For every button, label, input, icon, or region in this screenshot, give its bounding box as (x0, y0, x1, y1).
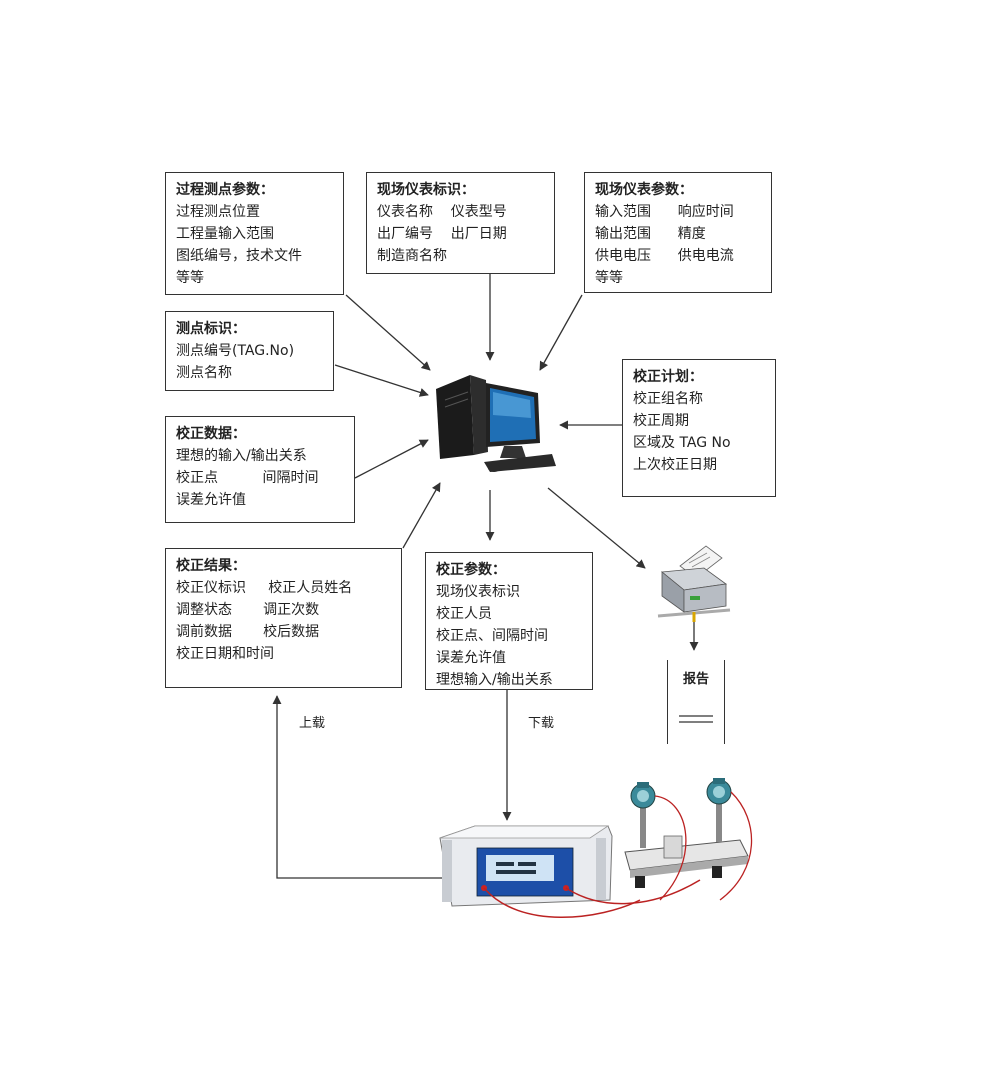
box-line: 测点编号(TAG.No) (176, 340, 323, 362)
box-line: 供电电压 供电电流 (595, 245, 761, 267)
box-line: 调前数据 校后数据 (176, 621, 391, 643)
upload-label: 上载 (299, 712, 325, 731)
box-calibration-result: 校正结果： 校正仪标识 校正人员姓名 调整状态 调正次数 调前数据 校后数据 校… (165, 548, 402, 688)
box-line: 校正人员 (436, 603, 582, 625)
box-line: 调整状态 调正次数 (176, 599, 391, 621)
box-title: 校正结果： (176, 555, 391, 577)
box-title: 校正计划： (633, 366, 765, 388)
computer-icon (436, 375, 556, 472)
box-line: 校正日期和时间 (176, 643, 391, 665)
box-title: 现场仪表标识： (377, 179, 544, 201)
box-line: 理想输入/输出关系 (436, 669, 582, 691)
box-point-id: 测点标识： 测点编号(TAG.No) 测点名称 (165, 311, 334, 391)
box-title: 校正数据： (176, 423, 344, 445)
arrow-calresult-to-pc (403, 483, 440, 548)
box-line: 校正组名称 (633, 388, 765, 410)
arrow-pointid-to-pc (335, 365, 428, 395)
arrow-caldata-to-pc (355, 440, 428, 478)
box-field-instrument-id: 现场仪表标识： 仪表名称 仪表型号 出厂编号 出厂日期 制造商名称 (366, 172, 555, 274)
box-line: 校正点、间隔时间 (436, 625, 582, 647)
box-line: 过程测点位置 (176, 201, 333, 223)
box-line: 制造商名称 (377, 245, 544, 267)
arrow-fieldparam-to-pc (540, 295, 582, 370)
box-line: 误差允许值 (176, 489, 344, 511)
box-line: 上次校正日期 (633, 454, 765, 476)
box-calibration-data: 校正数据： 理想的输入/输出关系 校正点 间隔时间 误差允许值 (165, 416, 355, 523)
box-line: 理想的输入/输出关系 (176, 445, 344, 467)
box-title: 测点标识： (176, 318, 323, 340)
box-line: 图纸编号，技术文件 (176, 245, 333, 267)
box-line: 区域及 TAG No (633, 432, 765, 454)
report-document: 报告 (667, 660, 725, 744)
box-title: 校正参数： (436, 559, 582, 581)
box-line: 校正周期 (633, 410, 765, 432)
box-calibration-plan: 校正计划： 校正组名称 校正周期 区域及 TAG No 上次校正日期 (622, 359, 776, 497)
box-line: 输出范围 精度 (595, 223, 761, 245)
box-line: 等等 (176, 267, 333, 289)
box-line: 工程量输入范围 (176, 223, 333, 245)
box-line: 误差允许值 (436, 647, 582, 669)
report-lines (667, 660, 725, 744)
box-field-instrument-params: 现场仪表参数： 输入范围 响应时间 输出范围 精度 供电电压 供电电流 等等 (584, 172, 772, 293)
box-line: 等等 (595, 267, 761, 289)
box-line: 输入范围 响应时间 (595, 201, 761, 223)
box-line: 出厂编号 出厂日期 (377, 223, 544, 245)
printer-icon (658, 546, 730, 622)
box-line: 校正仪标识 校正人员姓名 (176, 577, 391, 599)
box-process-params: 过程测点参数： 过程测点位置 工程量输入范围 图纸编号，技术文件 等等 (165, 172, 344, 295)
box-calibration-params: 校正参数： 现场仪表标识 校正人员 校正点、间隔时间 误差允许值 理想输入/输出… (425, 552, 593, 690)
box-line: 仪表名称 仪表型号 (377, 201, 544, 223)
pressure-transmitter-icon (625, 778, 752, 900)
box-title: 现场仪表参数： (595, 179, 761, 201)
box-line: 现场仪表标识 (436, 581, 582, 603)
box-line: 校正点 间隔时间 (176, 467, 344, 489)
download-label: 下载 (528, 712, 554, 731)
box-line: 测点名称 (176, 362, 323, 384)
box-title: 过程测点参数： (176, 179, 333, 201)
arrow-process-to-pc (346, 295, 430, 370)
